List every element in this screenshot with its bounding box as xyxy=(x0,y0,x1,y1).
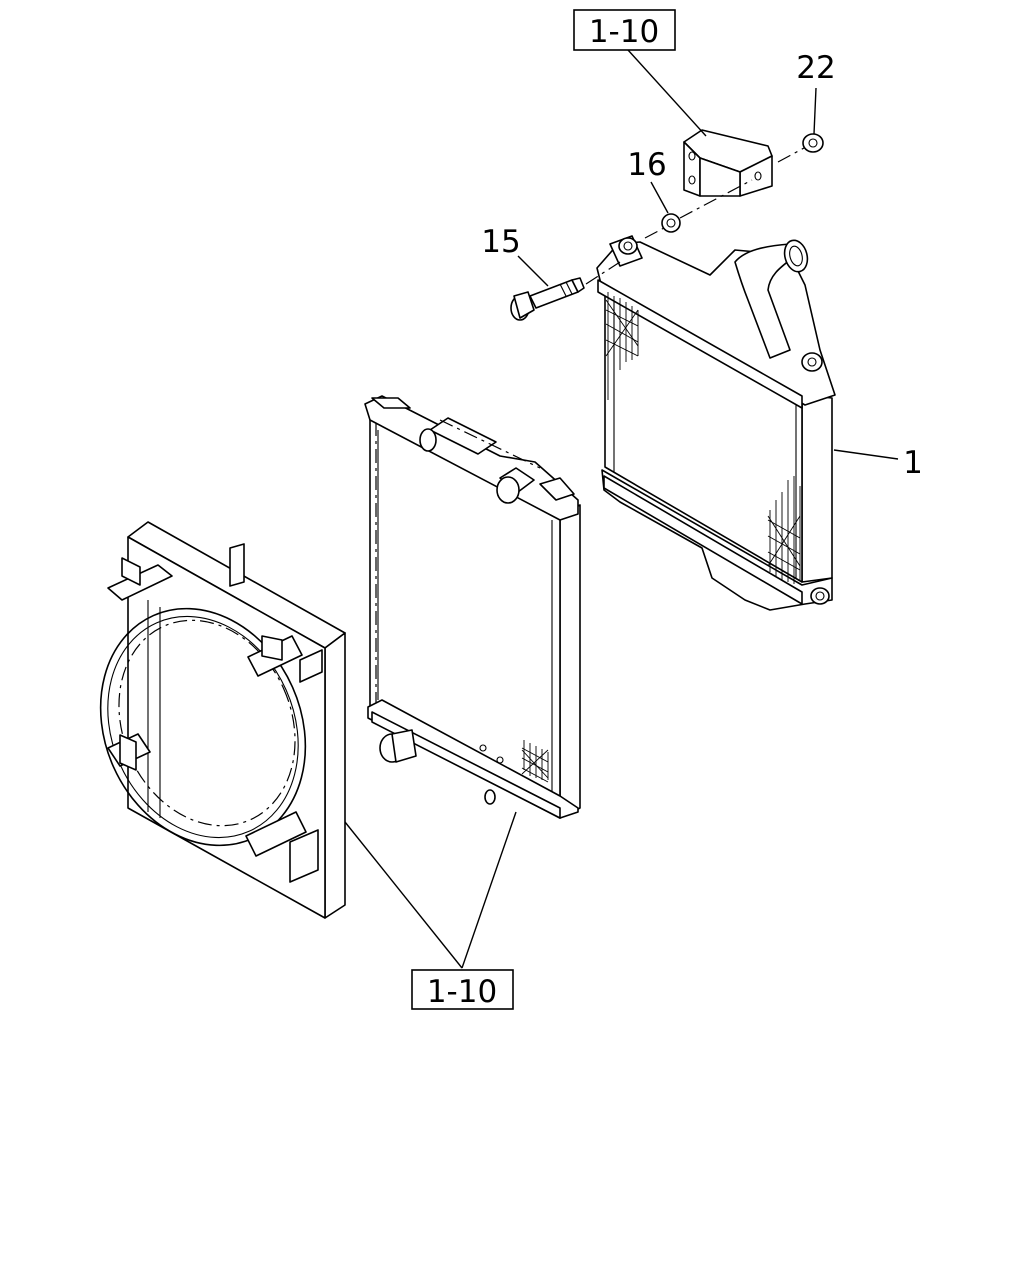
ref-top-label: 1-10 xyxy=(589,14,659,50)
nut-part-22 xyxy=(802,133,824,153)
bolt-part-15 xyxy=(510,277,585,321)
fan-shroud xyxy=(99,521,346,919)
assembly-axis-lines xyxy=(585,147,805,285)
ref-bottom-label: 1-10 xyxy=(427,974,497,1010)
radiator-fin-hatch xyxy=(521,740,549,783)
reference-box-bottom: 1-10 xyxy=(411,969,514,1010)
washer-part-16 xyxy=(661,213,681,233)
reference-box-top: 1-10 xyxy=(573,9,676,51)
part-number-22: 22 xyxy=(796,50,835,86)
mounting-bracket xyxy=(683,129,773,197)
intercooler-fin-hatch-top xyxy=(605,292,639,400)
part-number-16: 16 xyxy=(627,147,666,183)
intercooler xyxy=(596,235,836,611)
intercooler-fin-hatch-bottom xyxy=(767,476,801,584)
radiator xyxy=(364,395,581,819)
leader-lines xyxy=(344,49,899,969)
part-number-15: 15 xyxy=(481,224,520,260)
part-number-1: 1 xyxy=(903,445,923,481)
